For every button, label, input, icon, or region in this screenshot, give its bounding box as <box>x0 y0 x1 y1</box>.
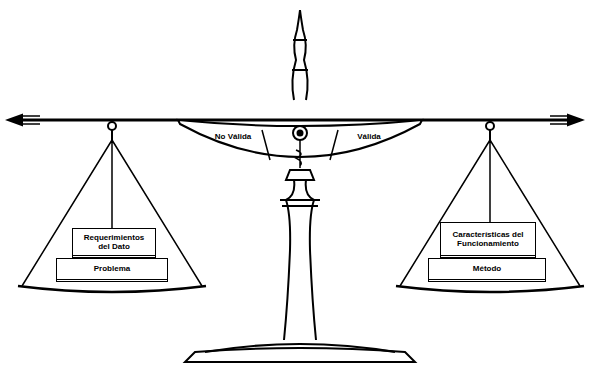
indicator-sector: No Válida <box>205 124 261 150</box>
node-label: Válida <box>357 132 381 141</box>
book-box: Problema <box>56 258 168 282</box>
node-label: Problema <box>94 264 130 273</box>
book-box: Requerimientos del Dato <box>72 228 156 258</box>
node-label: Requerimientos del Dato <box>77 233 151 251</box>
node-label: Método <box>473 264 501 273</box>
book-box: Método <box>428 258 546 282</box>
node-label: No Válida <box>215 132 251 141</box>
indicator-sector: Válida <box>343 124 395 150</box>
book-box: Características del Funcionamiento <box>440 222 536 258</box>
node-label: Características del Funcionamiento <box>445 230 531 248</box>
